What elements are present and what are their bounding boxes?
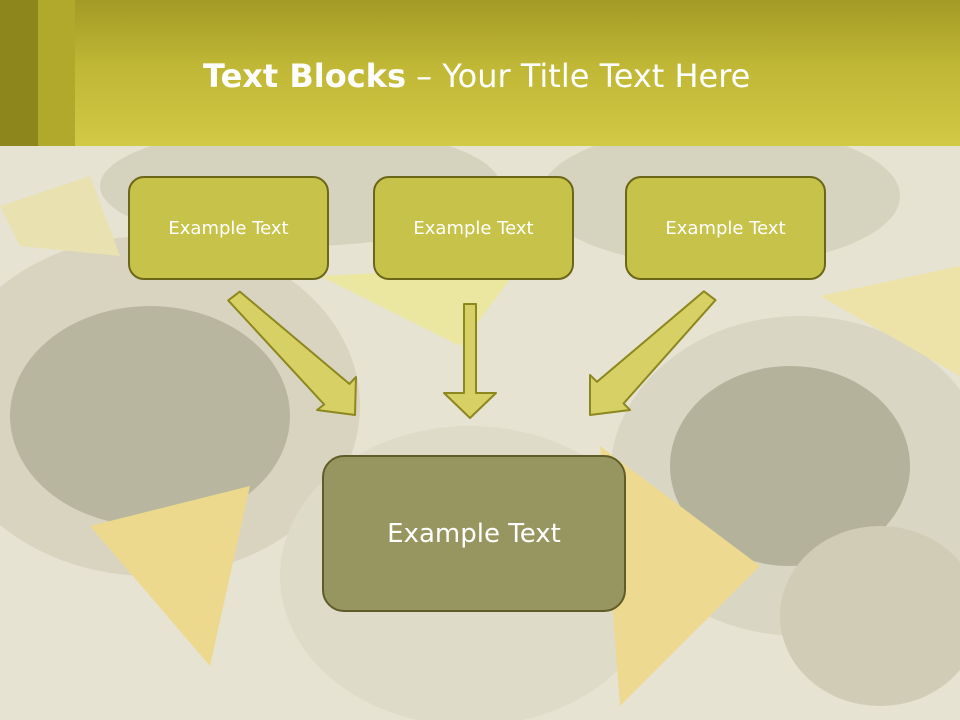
title-rest: – Your Title Text Here [406,57,751,95]
header-accent-strip [38,0,75,146]
header-accent-strip [0,0,38,146]
slide-title: Text Blocks – Your Title Text Here [203,54,750,98]
text-block-right[interactable]: Example Text [625,176,826,280]
text-block-label: Example Text [665,217,786,239]
text-block-label: Example Text [413,217,534,239]
text-block-left[interactable]: Example Text [128,176,329,280]
text-block-middle[interactable]: Example Text [373,176,574,280]
center-block-label: Example Text [387,518,561,549]
text-block-label: Example Text [168,217,289,239]
text-block-center[interactable]: Example Text [322,455,626,612]
title-bold: Text Blocks [203,57,406,95]
title-bar [0,0,960,146]
